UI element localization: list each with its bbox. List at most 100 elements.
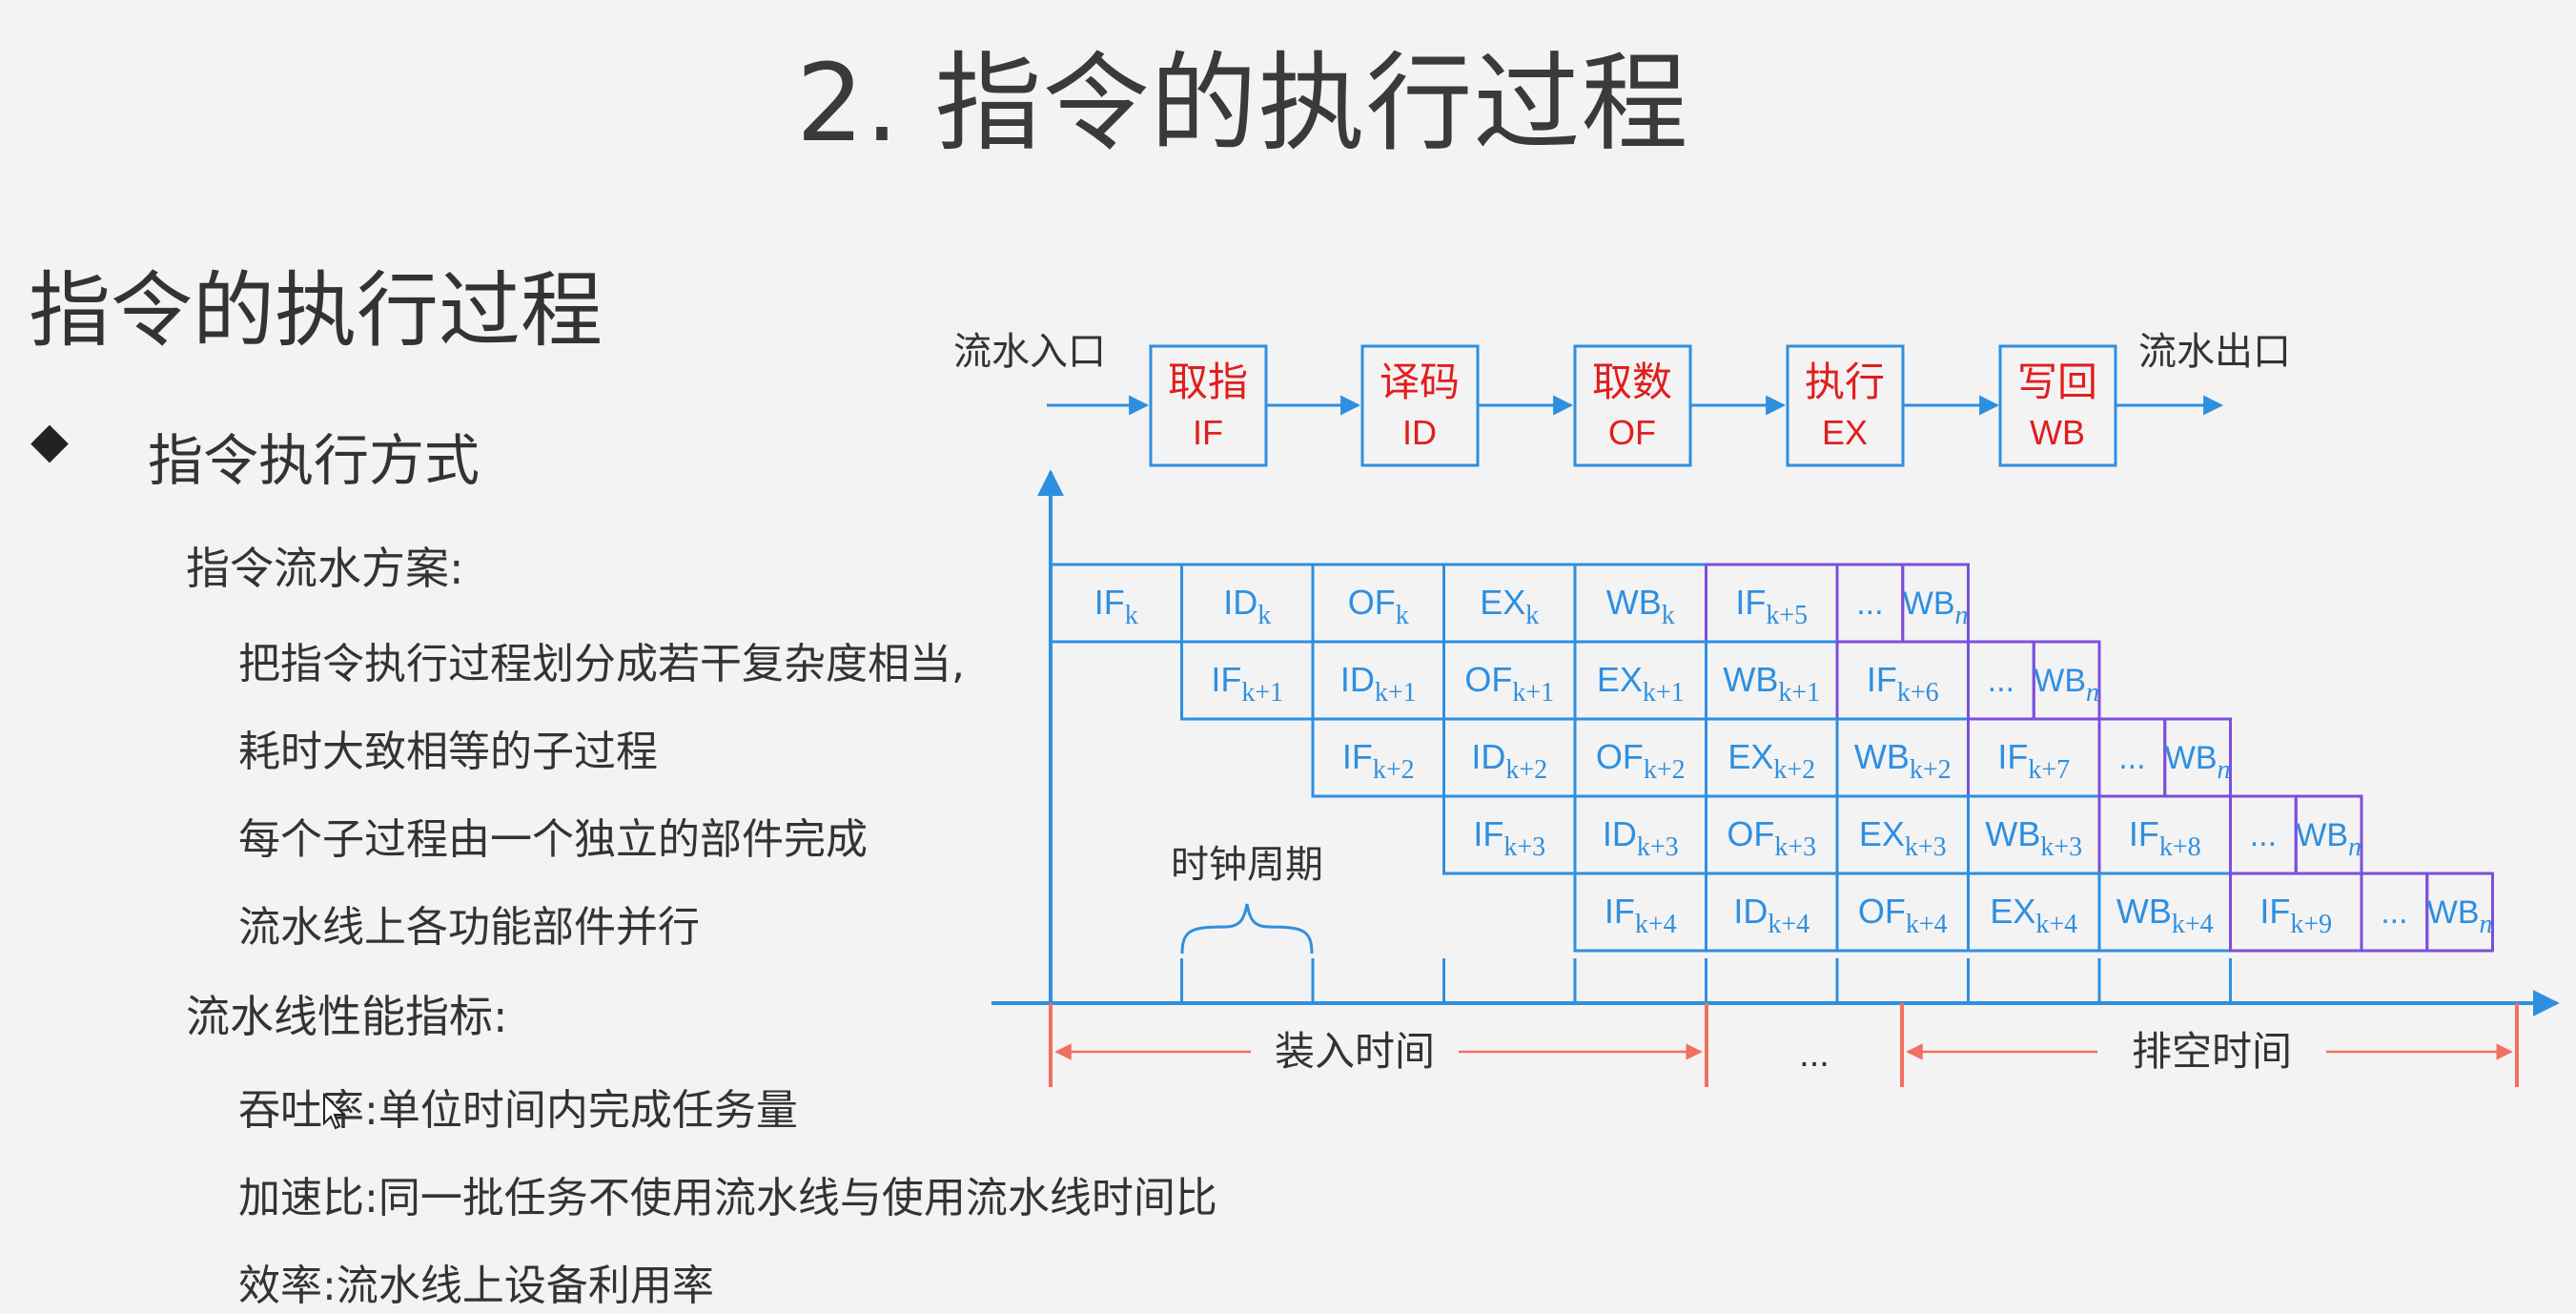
bullet-heading: 指令执行方式: [148, 428, 480, 493]
svg-text:IFk+8: IFk+8: [2129, 814, 2201, 862]
svg-text:OF: OF: [1608, 413, 1656, 452]
pipeline-cell: OFk: [1311, 563, 1445, 644]
pipeline-cell: IFk+2: [1311, 717, 1445, 798]
svg-text:WBk+3: WBk+3: [1985, 814, 2082, 862]
scheme-line: 每个子过程由一个独立的部件完成: [238, 815, 868, 864]
pipeline-cell: IFk+9: [2229, 872, 2363, 953]
svg-text:IDk: IDk: [1223, 583, 1271, 630]
metrics-heading: 流水线性能指标:: [186, 991, 508, 1042]
svg-text:IFk+6: IFk+6: [1867, 660, 1939, 708]
pipeline-cell: ...: [1967, 640, 2035, 721]
pipeline-cell: WBn: [2163, 717, 2232, 798]
pipeline-cell: WBn: [2294, 794, 2363, 875]
pipeline-cell: EXk+4: [1967, 872, 2101, 953]
pipeline-cell: IDk+1: [1311, 640, 1445, 721]
svg-text:OFk+1: OFk+1: [1464, 660, 1554, 708]
pipeline-cell: WBk+2: [1835, 717, 1970, 798]
svg-text:译码: 译码: [1380, 359, 1460, 404]
pipeline-cell: ...: [1835, 563, 1905, 644]
drain-time-label: 排空时间: [2132, 1029, 2292, 1074]
pipeline-cell: ...: [2360, 872, 2429, 953]
pipeline-cell: IFk: [1049, 563, 1183, 644]
timeline-ellipsis: ...: [1799, 1035, 1830, 1075]
diamond-bullet-icon: ◆: [31, 412, 69, 469]
svg-text:执行: 执行: [1805, 359, 1885, 404]
load-time-label: 装入时间: [1275, 1029, 1435, 1074]
svg-text:OFk+2: OFk+2: [1596, 737, 1686, 785]
pipeline-cell: IFk+3: [1442, 794, 1577, 875]
svg-text:IDk+2: IDk+2: [1471, 737, 1547, 785]
svg-text:EX: EX: [1822, 413, 1868, 452]
svg-text:IFk+7: IFk+7: [1997, 737, 2070, 785]
svg-text:取数: 取数: [1592, 359, 1672, 404]
pipeline-cell: IDk+3: [1573, 794, 1707, 875]
svg-text:EXk+4: EXk+4: [1990, 892, 2077, 939]
pipeline-scheme-heading: 指令流水方案:: [186, 543, 464, 594]
pipeline-cell: IFk+7: [1967, 717, 2101, 798]
pipeline-cell: IDk+2: [1442, 717, 1577, 798]
svg-text:WBn: WBn: [2165, 740, 2231, 785]
svg-text:IFk+3: IFk+3: [1473, 814, 1545, 862]
stage-box-of: 取数 OF: [1573, 344, 1692, 467]
scheme-line: 把指令执行过程划分成若干复杂度相当,: [238, 640, 965, 688]
clock-period-label: 时钟周期: [1171, 844, 1323, 886]
stage-box-wb: 写回 WB: [1998, 344, 2117, 467]
scheme-line: 耗时大致相等的子过程: [238, 728, 658, 776]
svg-text:WBn: WBn: [2427, 894, 2493, 939]
metric-line: 效率:流水线上设备利用率: [238, 1262, 714, 1310]
pipeline-cell: WBk+4: [2097, 872, 2232, 953]
pipeline-cell: ...: [2229, 794, 2298, 875]
svg-text:...: ...: [1988, 663, 2014, 699]
stage-box-ex: 执行 EX: [1786, 344, 1905, 467]
svg-text:WBk+4: WBk+4: [2116, 892, 2214, 939]
svg-text:ID: ID: [1402, 413, 1437, 452]
svg-text:...: ...: [2381, 894, 2407, 931]
flow-exit-label: 流水出口: [2138, 331, 2291, 373]
pipeline-cell: EXk+1: [1573, 640, 1707, 721]
stage-box-if: 取指 IF: [1149, 344, 1268, 467]
svg-text:取指: 取指: [1168, 359, 1248, 404]
svg-text:IDk+1: IDk+1: [1340, 660, 1417, 708]
pipeline-cell: IDk: [1180, 563, 1315, 644]
pipeline-cell: OFk+2: [1573, 717, 1707, 798]
svg-text:WBn: WBn: [2034, 663, 2099, 708]
svg-text:EXk+3: EXk+3: [1859, 814, 1947, 862]
svg-text:IDk+3: IDk+3: [1603, 814, 1679, 862]
svg-text:OFk+3: OFk+3: [1727, 814, 1816, 862]
page-title: 2. 指令的执行过程: [796, 42, 1689, 166]
metric-line: 加速比:同一批任务不使用流水线与使用流水线时间比: [238, 1174, 1217, 1222]
pipeline-cell: IFk+8: [2097, 794, 2232, 875]
svg-text:IFk+2: IFk+2: [1342, 737, 1415, 785]
svg-text:EXk: EXk: [1480, 583, 1539, 630]
pipeline-cell: WBn: [1901, 563, 1970, 644]
pipeline-cell: EXk+2: [1705, 717, 1839, 798]
pipeline-cell: IDk+4: [1705, 872, 1839, 953]
pipeline-cell: WBn: [2425, 872, 2494, 953]
svg-text:WBk+2: WBk+2: [1854, 737, 1952, 785]
svg-text:IF: IF: [1193, 413, 1223, 452]
stage-box-id: 译码 ID: [1360, 344, 1480, 467]
pipeline-cell: WBn: [2032, 640, 2101, 721]
pipeline-cell: IFk+6: [1835, 640, 1970, 721]
pipeline-cell: WBk+1: [1705, 640, 1839, 721]
svg-text:IDk+4: IDk+4: [1733, 892, 1809, 939]
svg-text:写回: 写回: [2017, 359, 2097, 404]
pipeline-cell: IFk+1: [1180, 640, 1315, 721]
svg-text:WBk+1: WBk+1: [1723, 660, 1820, 708]
pipeline-cell: IFk+4: [1573, 872, 1707, 953]
scheme-line: 流水线上各功能部件并行: [238, 903, 700, 952]
flow-entry-label: 流水入口: [953, 331, 1106, 373]
svg-text:IFk+1: IFk+1: [1211, 660, 1283, 708]
svg-text:...: ...: [1856, 585, 1883, 622]
svg-text:WBn: WBn: [2296, 817, 2361, 862]
svg-text:IFk+9: IFk+9: [2259, 892, 2332, 939]
axis-ticks: [1180, 958, 2232, 1003]
svg-text:...: ...: [2118, 740, 2145, 776]
clock-period-brace: [1180, 903, 1314, 955]
pipeline-cell: OFk+1: [1442, 640, 1577, 721]
svg-text:...: ...: [2250, 817, 2277, 853]
svg-text:WB: WB: [2030, 413, 2085, 452]
svg-text:OFk: OFk: [1348, 583, 1409, 630]
